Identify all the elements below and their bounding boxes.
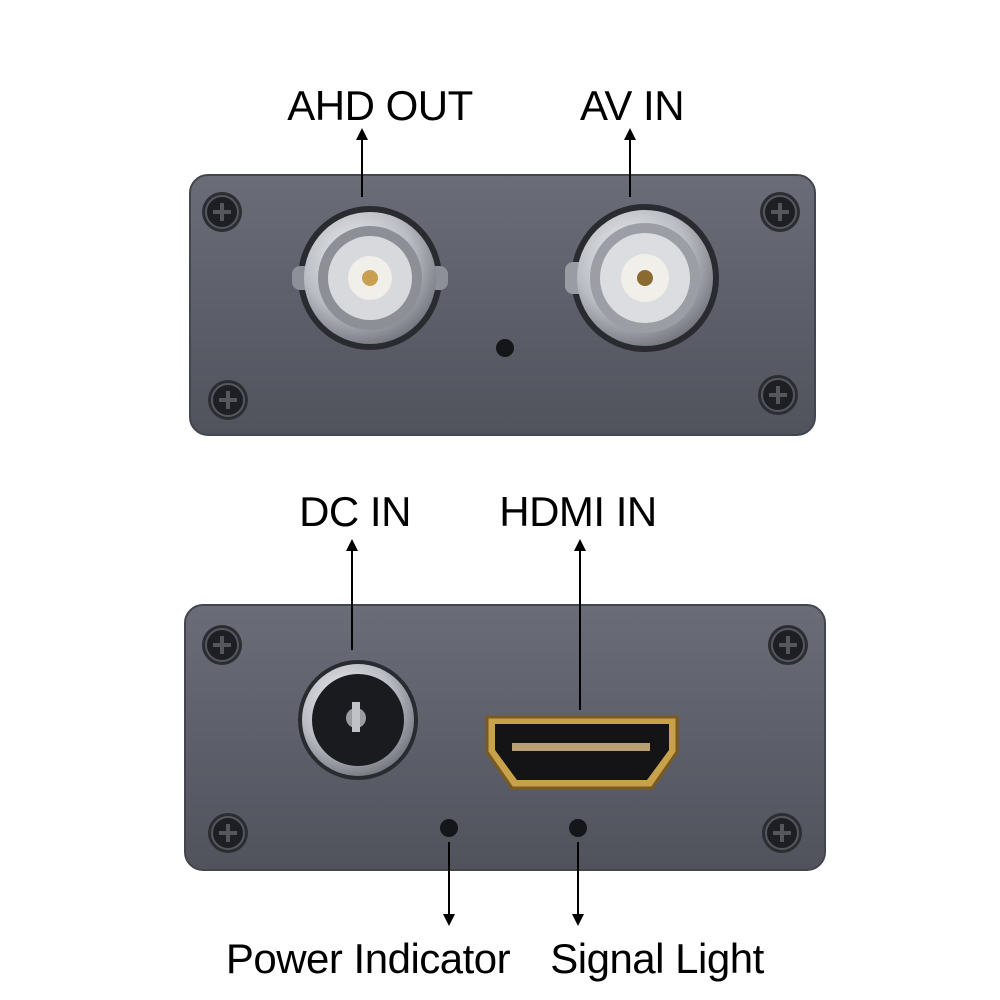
screw-icon — [206, 811, 250, 855]
screw-icon — [760, 811, 804, 855]
screw-icon — [766, 623, 810, 667]
power-indicator-led — [440, 819, 458, 837]
screw-icon — [756, 373, 800, 417]
signal-light-label: Signal Light — [550, 935, 764, 982]
top-indicator-hole — [496, 339, 514, 357]
signal-light-led — [569, 819, 587, 837]
top-panel — [189, 174, 816, 436]
hdmi-in-port — [485, 715, 679, 790]
av-in-bnc-connector — [565, 204, 719, 352]
screw-icon — [200, 190, 244, 234]
ahd-out-bnc-connector — [292, 206, 448, 350]
dc-in-label: DC IN — [299, 488, 411, 535]
av-in-label: AV IN — [579, 82, 685, 129]
screw-icon — [200, 623, 244, 667]
hdmi-in-label: HDMI IN — [499, 488, 657, 535]
ahd-out-label: AHD OUT — [287, 82, 473, 129]
screw-icon — [206, 378, 250, 422]
dc-in-jack — [298, 660, 418, 780]
power-indicator-label: Power Indicator — [225, 935, 511, 982]
screw-icon — [758, 190, 802, 234]
bottom-panel — [184, 604, 826, 871]
